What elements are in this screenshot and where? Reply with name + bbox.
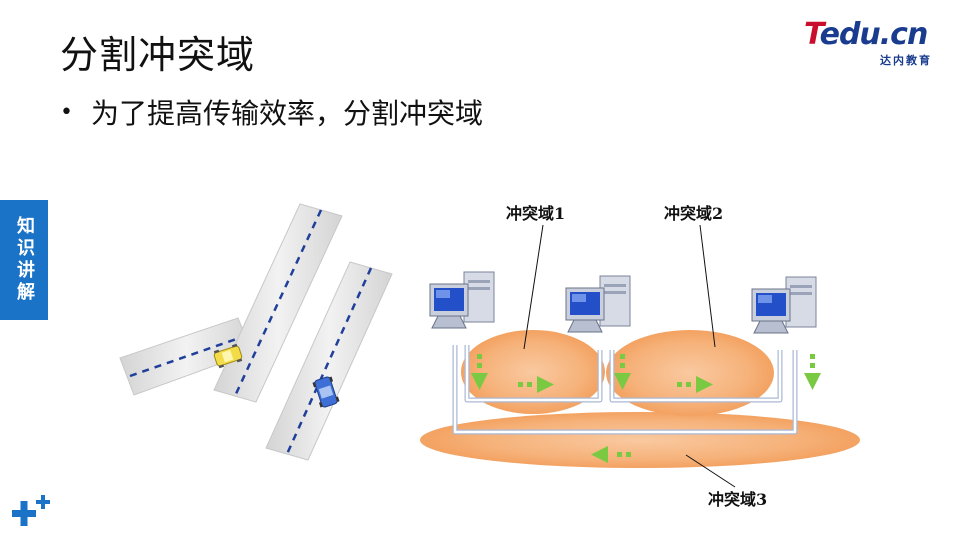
arrow-right-2-icon — [677, 376, 713, 393]
blue-car-icon — [312, 376, 340, 408]
callout-line-1 — [523, 224, 544, 350]
side-tab-text: 知识讲解 — [14, 216, 35, 304]
bullet-dot: • — [60, 99, 73, 125]
arrow-down-1-icon — [471, 354, 488, 390]
callout-line-3 — [685, 454, 736, 488]
label-collision-domain-2: 冲突域2 — [664, 204, 724, 223]
logo-subtitle: 达内教育 — [880, 54, 932, 67]
computer-icon-1 — [429, 271, 495, 329]
callout-line-2 — [699, 224, 716, 348]
computer-icon-3 — [751, 276, 817, 334]
network-links — [452, 345, 798, 435]
collision-domain-3-ellipse — [420, 412, 860, 468]
tedu-logo: Tedu.cn 达内教育 — [804, 20, 940, 70]
computer-icon-2 — [565, 275, 631, 333]
road-illustration — [119, 203, 393, 461]
label-collision-domain-3: 冲突域3 — [708, 490, 768, 509]
label-collision-domain-1: 冲突域1 — [506, 204, 566, 223]
road-upper-diagonal — [213, 203, 343, 403]
arrow-down-2-icon — [614, 354, 631, 390]
arrow-down-3-icon — [804, 354, 821, 390]
yellow-car-icon — [213, 343, 243, 369]
collision-domain-1-ellipse — [461, 330, 605, 414]
road-right-diagonal — [265, 261, 393, 461]
logo-t: T — [804, 17, 821, 52]
logo-rest: edu.cn — [819, 17, 929, 52]
logo-wordmark: Tedu.cn — [804, 20, 940, 50]
side-tab-knowledge: 知识讲解 — [0, 200, 48, 320]
bullet-item: • 为了提高传输效率，分割冲突域 — [60, 92, 483, 132]
plus-icon — [12, 495, 50, 526]
collision-domain-2-ellipse — [606, 330, 774, 416]
bullet-text: 为了提高传输效率，分割冲突域 — [90, 97, 483, 130]
slide-title: 分割冲突域 — [60, 33, 256, 77]
arrow-left-1-icon — [591, 446, 631, 463]
arrow-right-1-icon — [518, 376, 554, 393]
